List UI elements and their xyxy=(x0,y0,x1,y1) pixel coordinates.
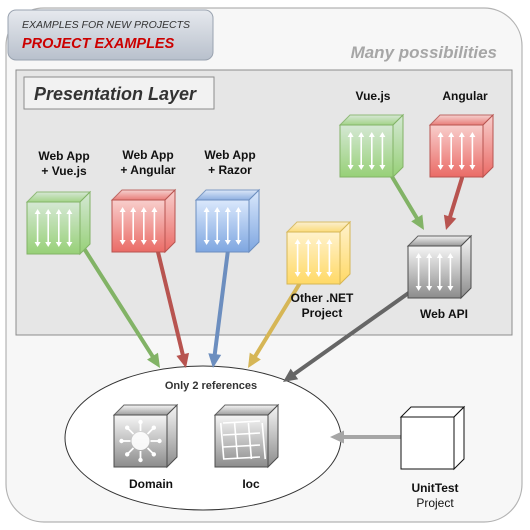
ioc-label: Ioc xyxy=(242,477,260,491)
vuejs-label: Vue.js xyxy=(356,89,391,103)
domain-cube xyxy=(112,403,179,469)
presentation-layer-label: Presentation Layer xyxy=(23,76,215,110)
angular-cube xyxy=(428,113,495,179)
arrow-unittest-to-ioc xyxy=(330,430,402,444)
arrow-web-api-to-domain xyxy=(283,290,412,382)
arrow-webapp-razor-to-domain xyxy=(208,248,230,368)
webapp-razor-label: Web App + Razor xyxy=(204,148,255,177)
arrow-webapp-angular-to-domain xyxy=(156,250,190,368)
svg-text:+ Razor: + Razor xyxy=(208,163,252,177)
unittest-label: UnitTest Project xyxy=(411,481,458,510)
header-title: PROJECT EXAMPLES xyxy=(22,36,175,52)
watermark-text: Many possibilities xyxy=(351,43,497,62)
ioc-cube xyxy=(213,403,280,469)
web-api-label: Web API xyxy=(420,307,468,321)
webapp-angular-cube xyxy=(110,188,177,254)
arrow-angular-to-web-api xyxy=(443,176,464,230)
svg-text:Presentation Layer: Presentation Layer xyxy=(34,84,197,104)
header-box: EXAMPLES FOR NEW PROJECTS PROJECT EXAMPL… xyxy=(7,9,214,61)
svg-text:Web App: Web App xyxy=(122,148,173,162)
svg-text:Web App: Web App xyxy=(204,148,255,162)
cubes-layer xyxy=(25,113,495,471)
svg-text:Other .NET: Other .NET xyxy=(291,291,354,305)
header-subtitle: EXAMPLES FOR NEW PROJECTS xyxy=(22,19,190,31)
svg-text:Project: Project xyxy=(416,496,454,510)
angular-label: Angular xyxy=(442,89,488,103)
svg-text:+ Angular: + Angular xyxy=(120,163,176,177)
webapp-razor-cube xyxy=(194,188,261,254)
svg-text:+ Vue.js: + Vue.js xyxy=(41,164,87,178)
other-net-cube xyxy=(285,220,352,286)
arrow-other-net-to-domain xyxy=(248,281,302,368)
webapp-vue-label: Web App + Vue.js xyxy=(38,149,89,178)
svg-text:UnitTest: UnitTest xyxy=(411,481,458,495)
svg-text:Project: Project xyxy=(302,306,343,320)
other-net-label: Other .NET Project xyxy=(291,291,354,320)
vuejs-cube xyxy=(338,113,405,179)
core-group-caption: Only 2 references xyxy=(165,380,257,392)
domain-label: Domain xyxy=(129,477,173,491)
webapp-vue-cube xyxy=(25,190,92,256)
svg-text:Web App: Web App xyxy=(38,149,89,163)
web-api-cube xyxy=(406,234,473,300)
arrow-webapp-vue-to-domain xyxy=(83,248,160,368)
unittest-cube xyxy=(399,405,466,471)
webapp-angular-label: Web App + Angular xyxy=(120,148,176,177)
arrows-layer xyxy=(83,163,464,444)
